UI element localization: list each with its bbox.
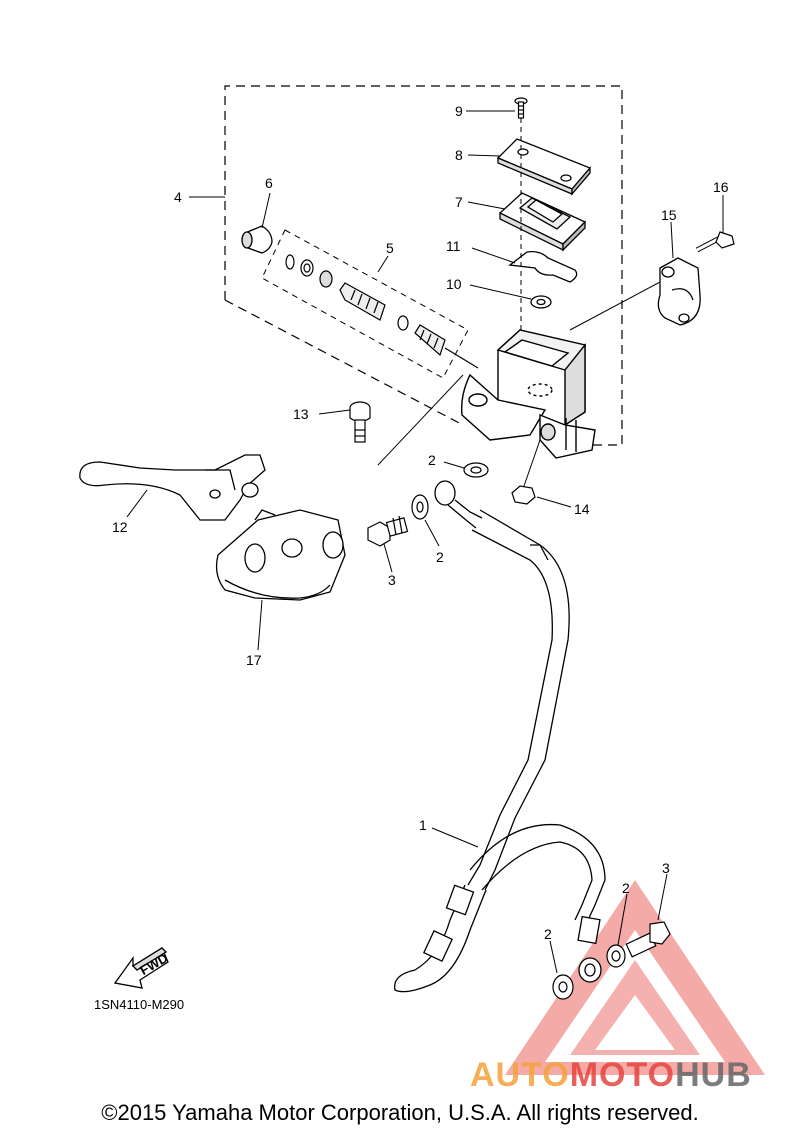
part-5-piston-kit bbox=[285, 254, 479, 369]
callout-14: 14 bbox=[574, 501, 590, 517]
callout-11: 11 bbox=[446, 238, 461, 254]
assembly-boundary bbox=[224, 85, 623, 446]
callout-3-a: 3 bbox=[388, 572, 396, 588]
copyright-notice: ©2015 Yamaha Motor Corporation, U.S.A. A… bbox=[101, 1100, 699, 1125]
callout-15: 15 bbox=[661, 207, 677, 223]
fwd-arrow-icon bbox=[113, 947, 169, 989]
callout-12: 12 bbox=[112, 519, 128, 535]
clamp-leader bbox=[569, 281, 661, 331]
pivot-leader bbox=[377, 374, 464, 466]
callout-labels: 9 8 7 11 10 4 6 5 16 15 13 2 14 12 2 3 1… bbox=[112, 103, 729, 942]
callout-8: 8 bbox=[455, 147, 463, 163]
watermark-part-3: HUB bbox=[675, 1056, 752, 1094]
callout-16: 16 bbox=[713, 179, 729, 195]
callout-17: 17 bbox=[246, 652, 262, 668]
callout-10: 10 bbox=[446, 276, 462, 292]
part-7-plate bbox=[498, 192, 587, 252]
part-17-guard bbox=[215, 509, 346, 601]
watermark-text: AUTOMOTOHUB bbox=[470, 1056, 752, 1094]
callout-6: 6 bbox=[265, 175, 273, 191]
part-16-bolt bbox=[695, 231, 735, 253]
part-12-lever bbox=[79, 454, 266, 521]
part-13-pivot-bolt bbox=[349, 401, 371, 443]
callout-1: 1 bbox=[419, 817, 427, 833]
fwd-label: FWD bbox=[137, 950, 170, 978]
part-10-washer bbox=[530, 295, 552, 309]
master-cylinder-body bbox=[460, 329, 596, 459]
part-15-clamp bbox=[657, 257, 701, 326]
callout-2-a: 2 bbox=[428, 452, 436, 468]
part-11-diaphragm bbox=[508, 250, 578, 283]
callout-2-d: 2 bbox=[544, 926, 552, 942]
part-3-banjo-bolt-upper bbox=[367, 515, 409, 547]
callout-9: 9 bbox=[455, 103, 463, 119]
part-6-boot bbox=[241, 225, 273, 254]
part-14-bleeder bbox=[511, 439, 541, 505]
diagram-code: 1SN4110-M290 bbox=[94, 997, 184, 1012]
svg-text:AUTOMOTOHUB: AUTOMOTOHUB bbox=[470, 1056, 752, 1094]
piston-kit-boundary bbox=[261, 229, 469, 379]
part-3-banjo-bolt-lower bbox=[625, 921, 671, 958]
callout-13: 13 bbox=[293, 406, 309, 422]
part-2-washers-lower bbox=[552, 944, 626, 1000]
watermark-part-2: MOTO bbox=[570, 1056, 675, 1094]
callout-5: 5 bbox=[386, 240, 394, 256]
callout-2-b: 2 bbox=[436, 549, 444, 565]
watermark-logo bbox=[505, 880, 765, 1075]
leader-lines bbox=[126, 110, 724, 974]
callout-4: 4 bbox=[174, 189, 182, 205]
part-8-cap bbox=[496, 138, 592, 196]
watermark-part-1: AUTO bbox=[470, 1056, 570, 1094]
part-1-hose bbox=[394, 480, 606, 993]
callout-7: 7 bbox=[455, 194, 463, 210]
callout-3-b: 3 bbox=[662, 860, 670, 876]
part-9-screw bbox=[514, 97, 528, 119]
callout-2-c: 2 bbox=[622, 880, 630, 896]
part-2-washers-upper bbox=[411, 462, 489, 520]
